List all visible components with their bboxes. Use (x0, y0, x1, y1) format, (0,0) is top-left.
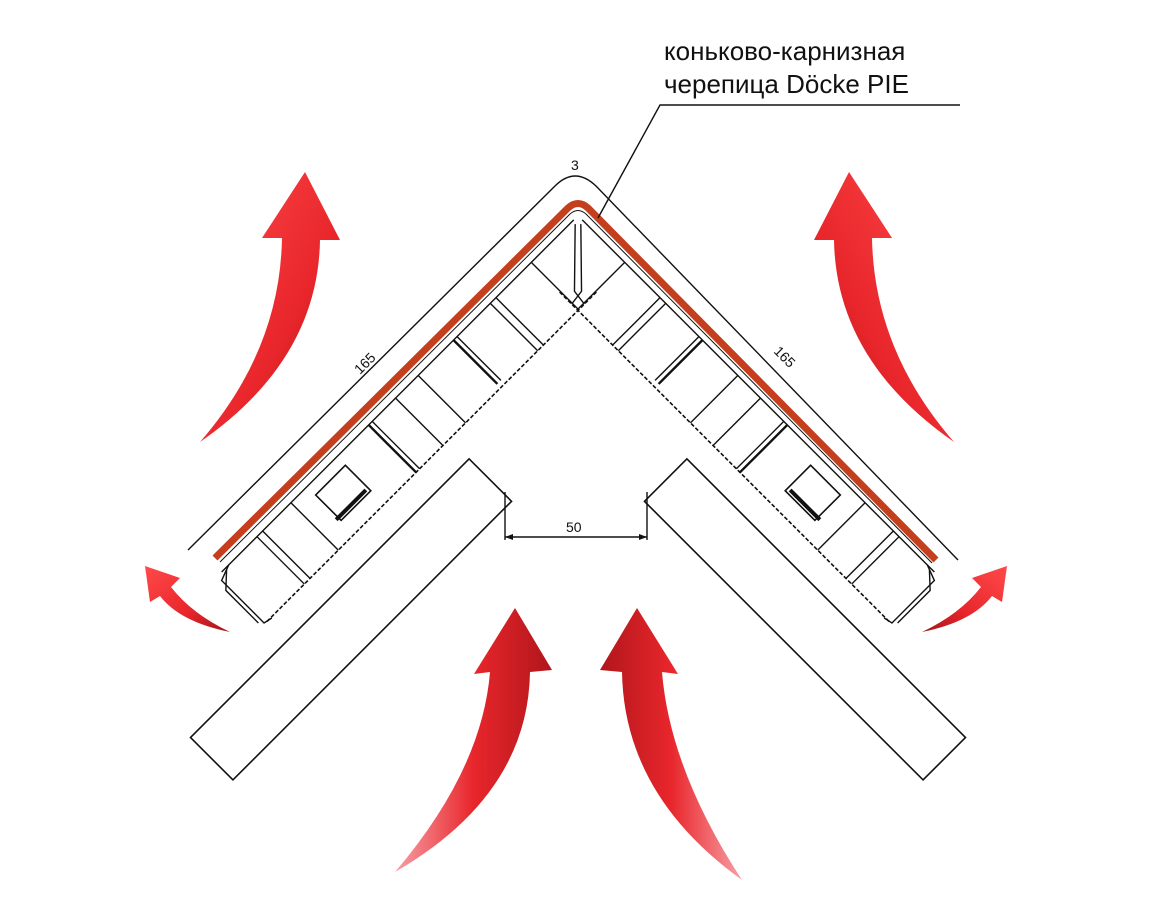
dimension-rafter-gap: 50 (504, 492, 648, 540)
left-roof-slope (123, 220, 683, 780)
dimension-rafter-gap-label: 50 (566, 519, 582, 535)
airflow-arrows (145, 172, 1007, 880)
airflow-arrow-icon (922, 566, 1007, 632)
callout-line-1: коньково-карнизная (664, 36, 905, 66)
right-roof-slope (473, 220, 1033, 780)
airflow-arrow-icon (395, 608, 552, 872)
dimension-line-outer (187, 175, 959, 561)
airflow-arrow-icon (200, 172, 340, 442)
airflow-arrow-icon (600, 608, 742, 880)
ridge-eave-tile (212, 200, 939, 563)
airflow-arrow-icon (145, 566, 230, 632)
dimension-right-slope: 165 (771, 343, 799, 371)
callout-line-2: черепица Döcke PIE (664, 69, 909, 99)
dimension-left-slope: 165 (351, 349, 379, 377)
callout-leader (597, 104, 960, 219)
dimension-ridge-gap: 3 (571, 157, 579, 173)
airflow-arrow-icon (814, 172, 954, 442)
